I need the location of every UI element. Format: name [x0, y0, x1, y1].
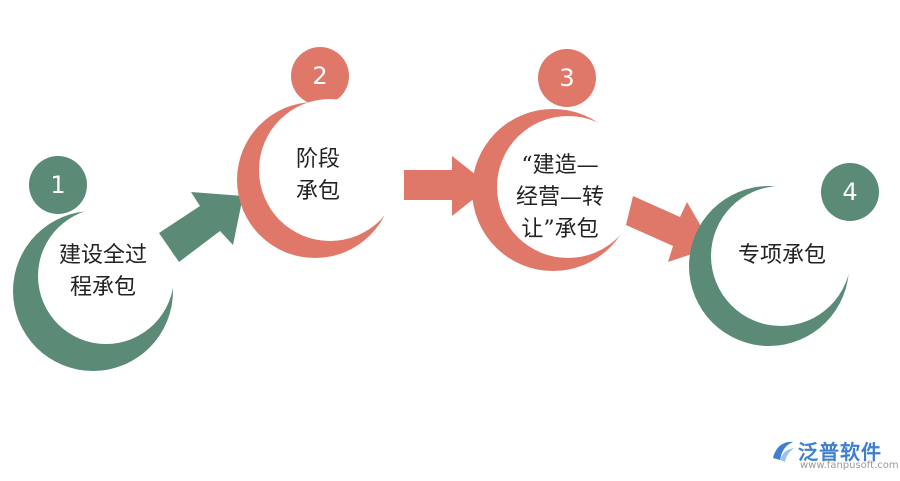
step-2-label: 阶段 承包: [275, 144, 361, 208]
step-1-number: 1: [50, 171, 66, 199]
step-3-label-line-3: 让”承包: [521, 217, 599, 242]
step-3-number: 3: [559, 64, 575, 92]
step-1-node: [13, 156, 174, 371]
watermark-logo: 泛普软件 www.fanpusoft.com: [770, 436, 899, 472]
step-3-badge: [538, 49, 596, 107]
step-2-badge: [291, 47, 349, 105]
fanpu-logo-icon: [773, 441, 794, 462]
step-1-label-line-2: 程承包: [69, 275, 136, 300]
arrow-2-to-3: [404, 156, 490, 216]
step-2-label-line-1: 阶段: [295, 147, 340, 172]
step-4-badge: [821, 163, 879, 221]
step-3-node: [472, 49, 639, 271]
watermark-url: www.fanpusoft.com: [800, 460, 899, 471]
step-2-number: 2: [312, 62, 328, 90]
step-1-label: 建设全过 程承包: [40, 240, 166, 304]
arrow-1-to-2: [159, 192, 243, 262]
step-1-badge: [29, 156, 87, 214]
step-2-label-line-2: 承包: [295, 179, 340, 204]
step-4-number: 4: [842, 178, 858, 206]
watermark-name: 泛普软件: [798, 440, 882, 464]
step-1-inner: [38, 208, 174, 344]
step-2-inner: [259, 99, 401, 241]
step-3-label: “建造— 经营—转 让”承包: [498, 150, 622, 246]
step-3-label-line-2: 经营—转: [515, 185, 604, 210]
step-2-node: [237, 47, 401, 258]
step-4-label: 专项承包: [722, 240, 842, 272]
step-3-inner: [497, 116, 639, 258]
step-4-label-line-1: 专项承包: [737, 243, 826, 268]
step-3-label-line-1: “建造—: [521, 153, 599, 178]
step-4-inner: [711, 186, 851, 326]
step-1-label-line-1: 建设全过: [58, 243, 147, 268]
arrow-3-to-4: [626, 196, 713, 262]
step-4-node: [689, 163, 879, 346]
